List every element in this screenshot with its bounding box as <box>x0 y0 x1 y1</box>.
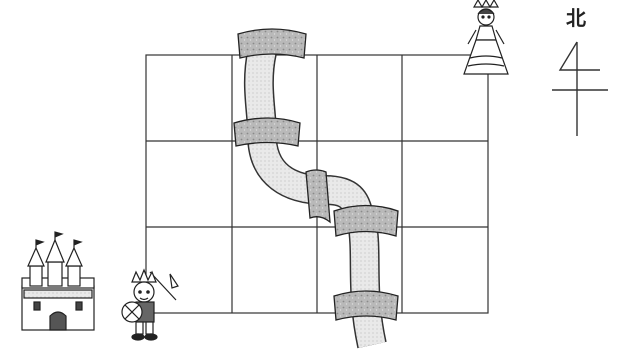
stone-plank-5 <box>334 291 398 320</box>
knight-icon <box>122 270 178 340</box>
princess-icon <box>464 0 508 74</box>
north-label: 北 <box>566 2 586 31</box>
stone-plank-2 <box>234 118 300 146</box>
stone-plank-3 <box>306 170 330 222</box>
stone-plank-1 <box>238 29 306 58</box>
castle-icon <box>22 232 94 330</box>
stone-plank-4 <box>334 206 398 237</box>
north-arrow-icon <box>552 42 608 136</box>
